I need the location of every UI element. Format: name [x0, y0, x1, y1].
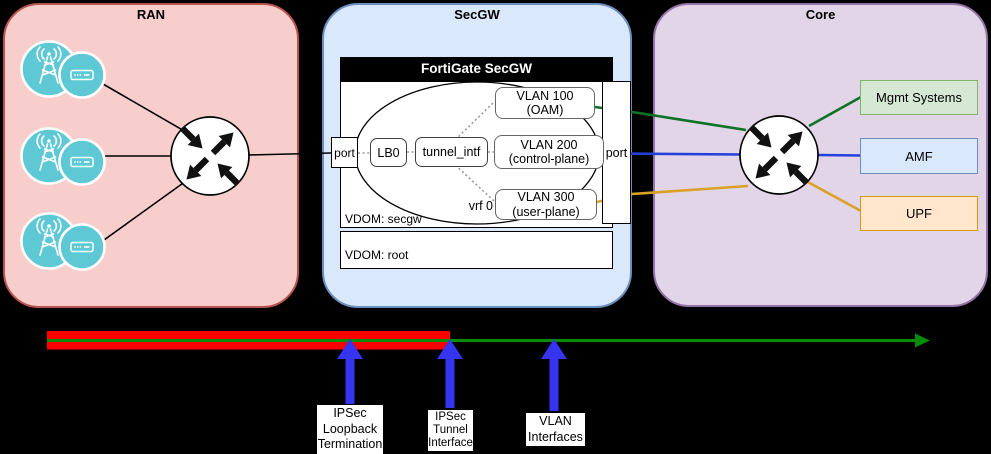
vlan-span-arrow	[47, 333, 930, 348]
core-panel-title: Core	[805, 7, 836, 22]
vlan-interfaces-label: VLAN Interfaces	[525, 412, 586, 447]
ran-router-icon	[171, 117, 249, 195]
ipsec-tunnel-interface-label: IPSec Tunnel Interface	[427, 409, 474, 452]
ipsec-loopback-termination-label: IPSec Loopback Termination	[316, 404, 384, 454]
secgw-egress-port: port	[602, 81, 631, 224]
user-plane-line	[596, 179, 862, 213]
vrf-0-label: vrf 0	[468, 199, 493, 213]
base-station-icon	[20, 40, 106, 99]
vdom-secgw-label: VDOM: secgw	[345, 212, 422, 226]
base-station-icon	[20, 127, 106, 186]
core-router-icon	[740, 116, 818, 194]
internal-dotted-links	[358, 100, 496, 202]
tunnel-intf-node: tunnel_intf	[415, 137, 488, 167]
control-plane-line	[603, 152, 862, 157]
vlan-100-oam-node: VLAN 100 (OAM)	[495, 87, 595, 119]
fortigate-title-bar: FortiGate SecGW	[340, 57, 613, 81]
vdom-root-container	[340, 231, 613, 269]
ran-panel-title: RAN	[136, 7, 166, 22]
vlan-200-control-plane-node: VLAN 200 (control-plane)	[494, 135, 604, 169]
ran-links	[102, 83, 332, 241]
upf-box: UPF	[860, 196, 978, 231]
pointer-arrows	[337, 339, 567, 411]
mgmt-systems-box: Mgmt Systems	[860, 80, 978, 115]
oam-line	[594, 95, 862, 132]
secgw-ingress-port: port	[331, 137, 358, 168]
vdom-root-label: VDOM: root	[345, 248, 409, 262]
loopback-lb0-node: LB0	[370, 138, 407, 167]
secgw-panel-title: SecGW	[454, 7, 500, 22]
amf-box: AMF	[860, 138, 978, 174]
vlan-300-user-plane-node: VLAN 300 (user-plane)	[495, 189, 597, 220]
base-station-icon	[20, 212, 106, 271]
